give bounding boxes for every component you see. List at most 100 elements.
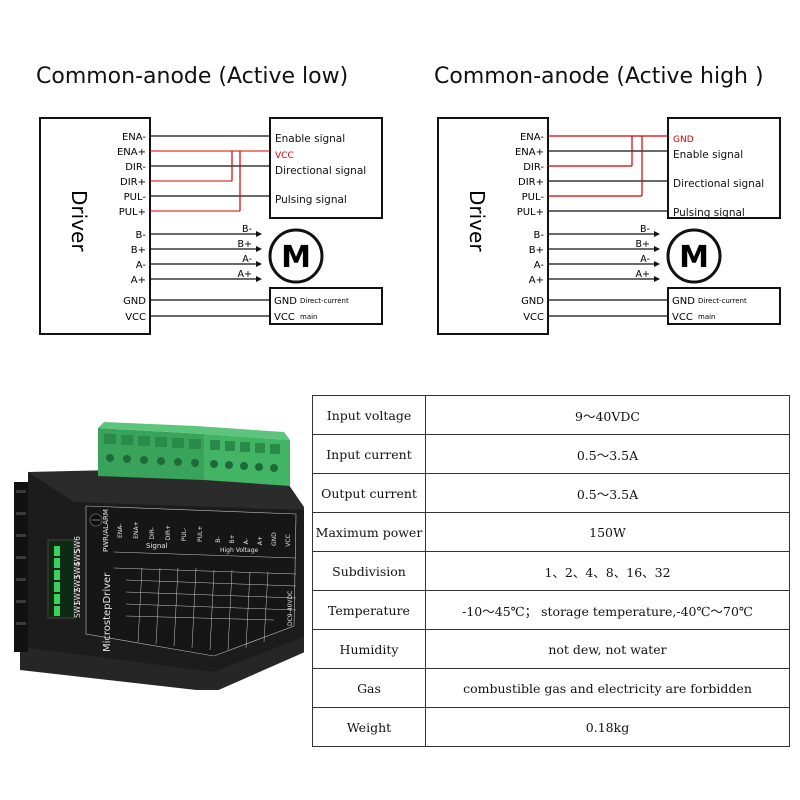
signal-box [269,117,383,219]
switch-label: SW5 [73,549,82,566]
terminal-label: A+ [257,536,264,545]
power-box [667,287,781,325]
product-pwr-alarm: PWR/ALARM [102,509,110,552]
spec-value: 9～40VDC [425,395,790,435]
terminal-label: ENA+ [133,521,140,538]
power-gnd: GND [672,296,695,307]
pin-label: ENA- [520,132,544,143]
pin-label: DIR- [125,162,146,173]
pin-label: ENA- [122,132,146,143]
spec-label: Humidity [312,629,426,669]
heatsink-fins [14,482,28,652]
motor-pin-label: B+ [238,239,252,250]
motor-pin-label: A+ [636,269,650,280]
spec-row: Temperature-10～45℃； storage temperature,… [312,590,790,630]
pin-label: DIR+ [120,177,146,188]
terminal-label: A- [243,538,250,544]
spec-label: Gas [312,668,426,708]
motor-pin-label: B- [640,224,650,235]
pin-label: PUL- [522,192,545,203]
driver-label: Driver [67,190,91,252]
product-signal-label: Signal [146,542,168,550]
power-line2: main [300,313,318,321]
terminal-label: PUL+ [197,526,204,542]
pin-label: A- [534,260,545,271]
driver-box [39,117,151,335]
spec-label: Output current [312,473,426,513]
signal-box [667,117,781,219]
terminal-label: DIR- [149,527,156,539]
terminal-label: VCC [285,534,292,546]
pin-label: PUL- [124,192,147,203]
motor-icon [666,228,722,284]
terminal-label: ENA- [117,524,124,538]
motor-icon [268,228,324,284]
signal-label: Directional signal [673,178,764,190]
pin-label: A+ [131,275,146,286]
switch-label: SW4 [73,562,82,579]
wiring-diagram-active-low: DriverENA-ENA+DIR-DIR+PUL-PUL+B-B+A-A+GN… [39,117,383,335]
dip-switch-window [47,539,75,619]
spec-value: 0.18kg [425,707,790,747]
pin-label: ENA+ [515,147,544,158]
motor-label: M [679,240,709,275]
spec-value: 0.5～3.5A [425,473,790,513]
terminal-label: B+ [229,534,236,543]
pin-label: VCC [523,312,544,323]
wiring-diagram-active-high: DriverENA-ENA+DIR-DIR+PUL-PUL+B-B+A-A+GN… [437,117,781,335]
terminal-label: PUL- [181,528,188,541]
pin-label: DIR+ [518,177,544,188]
switch-label: SW3 [73,575,82,592]
power-line1: Direct-current [300,297,349,305]
pin-label: GND [123,296,146,307]
motor-pin-label: B- [242,224,252,235]
spec-label: Temperature [312,590,426,630]
pin-label: B- [534,230,545,241]
spec-label: Weight [312,707,426,747]
pin-label: ENA+ [117,147,146,158]
signal-label: Enable signal [673,149,743,161]
spec-label: Maximum power [312,512,426,552]
pin-label: B+ [529,245,544,256]
signal-label: Enable signal [275,133,345,145]
driver-box [437,117,549,335]
diagram-title-active-low: Common-anode (Active low) [36,64,349,89]
signal-label: GND [673,135,694,145]
spec-value: 1、2、4、8、16、32 [425,551,790,591]
terminal-label: DIR+ [165,525,172,541]
spec-label: Input voltage [312,395,426,435]
pin-label: A- [136,260,147,271]
power-vcc: VCC [672,312,693,323]
switch-label: SW1 [73,601,82,618]
spec-label: Input current [312,434,426,474]
pin-label: A+ [529,275,544,286]
microstep-driver-photo: PWR/ALARM Signal High Voltage MicrostepD… [14,422,304,690]
power-line1: Direct-current [698,297,747,305]
power-gnd: GND [274,296,297,307]
pin-label: GND [521,296,544,307]
spec-value: -10～45℃； storage temperature,-40℃～70℃ [425,590,790,630]
motor-pin-label: A+ [238,269,252,280]
motor-pin-label: A- [242,254,252,265]
product-voltage: DC9-40VDC [287,591,294,626]
switch-label: SW6 [73,536,82,553]
motor-pin-label: B+ [636,239,650,250]
signal-label: Directional signal [275,165,366,177]
pin-label: PUL+ [517,207,544,218]
spec-value: 150W [425,512,790,552]
diagram-title-active-high: Common-anode (Active high ) [434,64,764,89]
spec-value: 0.5～3.5A [425,434,790,474]
pin-label: VCC [125,312,146,323]
spec-value: not dew, not water [425,629,790,669]
terminal-label: GND [271,532,278,546]
driver-label-panel [85,505,297,657]
